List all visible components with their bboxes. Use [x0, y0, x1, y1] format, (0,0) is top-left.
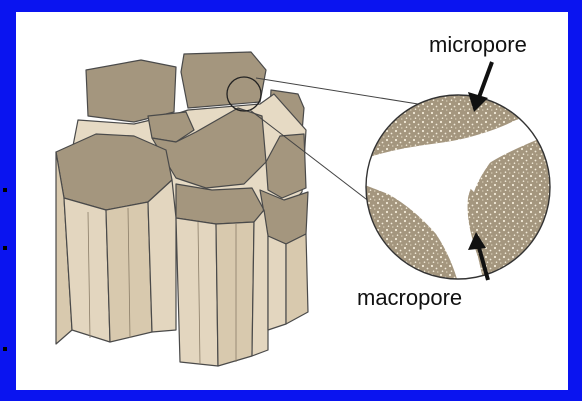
soil-structure-diagram: [16, 12, 568, 390]
soil-column: [56, 52, 308, 366]
edge-mark: [3, 188, 7, 192]
edge-mark: [3, 246, 7, 250]
zoom-inset: [352, 95, 561, 294]
micropore-label: micropore: [429, 32, 527, 58]
figure-panel: micropore macropore: [16, 12, 568, 390]
edge-mark: [3, 347, 7, 351]
macropore-label: macropore: [357, 285, 462, 311]
